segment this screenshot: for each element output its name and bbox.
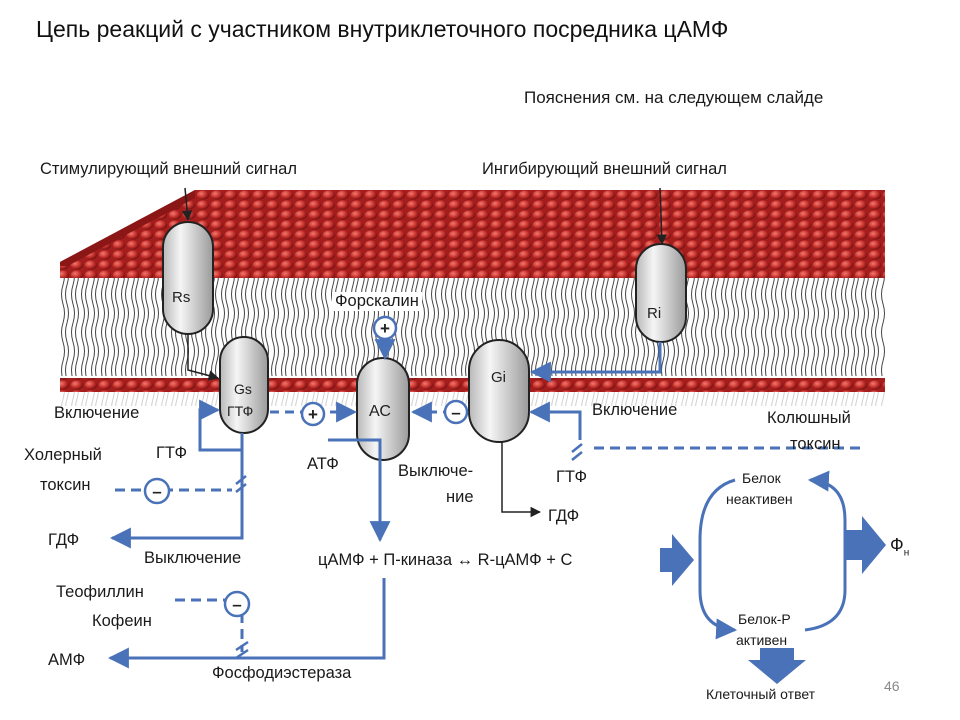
gs-gtp-label: ГТФ	[227, 403, 253, 419]
switch-on-left-label: Включение	[54, 404, 140, 422]
theophylline-label: Теофиллин	[56, 583, 144, 601]
forskolin-plus-circle	[372, 315, 398, 341]
switch-off-mid-line2: ние	[446, 488, 474, 506]
theophylline-minus: –	[232, 595, 241, 614]
forskolin-plus: +	[380, 319, 390, 338]
inhibiting-signal-arrow	[656, 187, 667, 246]
gdp-left-label: ГДФ	[48, 531, 80, 549]
switch-off-left-label: Выключение	[144, 549, 242, 567]
switch-off-left-arrow	[109, 450, 244, 549]
cholera-toxin-line1: Холерный	[24, 446, 102, 464]
stimulating-signal-label: Стимулирующий внешний сигнал	[40, 160, 297, 178]
pertussis-toxin-line1: Колюшный	[767, 409, 851, 427]
cell-response-label: Клеточный ответ	[706, 686, 816, 702]
block-arrows	[660, 516, 886, 684]
cholera-toxin-line2: токсин	[40, 476, 91, 494]
rs-to-gs-arrow	[187, 334, 220, 381]
cholera-minus: –	[152, 482, 161, 501]
gi-label: Gi	[491, 369, 506, 386]
ri-to-gi-arrow	[529, 342, 662, 383]
amp-label: АМФ	[48, 651, 86, 669]
gdp-right-label: ГДФ	[548, 507, 580, 525]
adenylate-cyclase: АС	[356, 357, 410, 461]
cholera-minus-circle	[143, 477, 171, 505]
forskolin-label: Форскалин	[332, 292, 422, 311]
sign-symbols: + + – – –	[152, 319, 460, 614]
receptor-rs: Rs	[162, 221, 214, 335]
atp-label: АТФ	[307, 455, 339, 473]
protein-cycle-left	[698, 478, 738, 640]
inhibiting-signal-label: Ингибирующий внешний сигнал	[482, 160, 727, 178]
protein-inactive-line1: Белок	[742, 470, 781, 486]
camp-to-amp-arrow	[107, 578, 386, 669]
blocking-bars	[235, 443, 583, 660]
protein-active-line2: активен	[736, 632, 788, 648]
caffeine-label: Кофеин	[92, 612, 152, 630]
atp-to-camp-arrow	[328, 438, 391, 543]
phi-subscript: н	[903, 547, 910, 559]
gtp-right-label: ГТФ	[556, 468, 588, 486]
gi-to-gdp-arrow	[501, 442, 542, 518]
protein-cycle-right	[804, 470, 847, 632]
gs-plus-circle	[300, 401, 326, 427]
subtitle: Пояснения см. на следующем слайде	[524, 88, 824, 107]
switch-on-right-label: Включение	[592, 401, 678, 419]
page-number: 46	[884, 678, 900, 694]
g-protein-gs: Gs ГТФ	[219, 336, 269, 434]
ac-label: АС	[369, 403, 391, 420]
gtp-left-label: ГТФ	[156, 444, 188, 462]
reaction-to-cycle-arrow	[660, 534, 694, 586]
reaction-equation: цАМФ + П-киназа ↔ R-цАМФ + С	[318, 551, 573, 569]
protein-active-line1: Белок-Р	[738, 611, 791, 627]
cycle-to-phi-arrow	[846, 516, 886, 574]
ri-label: Ri	[647, 305, 661, 322]
cell-response-arrow	[748, 648, 806, 684]
phosphodiesterase-label: Фосфодиэстераза	[212, 664, 352, 682]
pertussis-toxin-line2: токсин	[790, 435, 841, 453]
gi-minus-circle	[443, 399, 469, 425]
protein-inactive-line2: неактивен	[726, 491, 793, 507]
page-title: Цепь реакций с участником внутриклеточно…	[36, 16, 729, 42]
switch-off-mid-line1: Выключе-	[398, 462, 474, 480]
switch-on-right-arrow	[528, 401, 582, 440]
gi-minus: –	[451, 403, 460, 422]
gs-plus: +	[308, 405, 318, 424]
membrane-side-edge	[60, 190, 195, 270]
stimulating-signal-arrow	[181, 187, 193, 222]
gs-label: Gs	[234, 381, 252, 397]
sign-circles	[143, 315, 469, 618]
phi-label: Фн	[890, 535, 909, 559]
g-protein-gi: Gi	[468, 339, 530, 443]
receptor-ri: Ri	[635, 243, 687, 343]
theophylline-minus-circle	[223, 590, 251, 618]
phi-main: Ф	[890, 535, 904, 555]
rs-label: Rs	[172, 289, 190, 306]
switch-on-left-arrow	[198, 399, 244, 452]
